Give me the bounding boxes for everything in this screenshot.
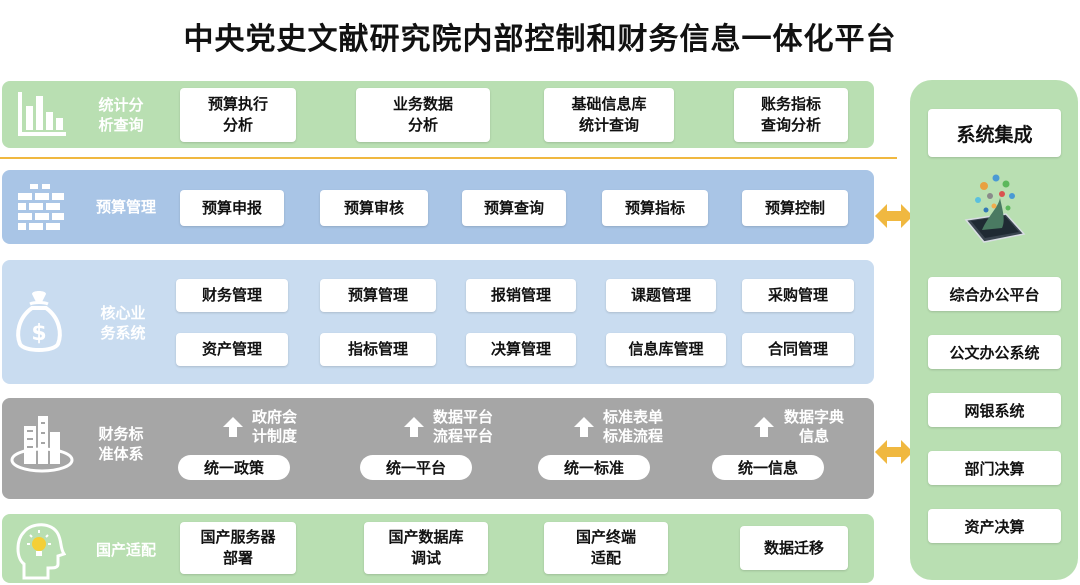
core-band (2, 260, 874, 384)
core-item-reimbursement[interactable]: 报销管理 (466, 279, 576, 312)
stats-item-account-index[interactable]: 账务指标查询分析 (734, 88, 848, 142)
system-integration-title: 系统集成 (928, 109, 1061, 157)
standards-col1-text: 政府会计制度 (252, 408, 298, 445)
core-item-procurement[interactable]: 采购管理 (742, 279, 854, 312)
head-lightbulb-icon (16, 523, 66, 580)
integration-item-document-system[interactable]: 公文办公系统 (928, 335, 1061, 369)
budget-item-declare[interactable]: 预算申报 (180, 190, 284, 226)
domestic-item-server[interactable]: 国产服务器部署 (180, 522, 296, 574)
standards-col2-text: 数据平台流程平台 (433, 408, 494, 445)
budget-item-index[interactable]: 预算指标 (602, 190, 708, 226)
money-bag-icon: $ (16, 291, 62, 352)
integration-item-office-platform[interactable]: 综合办公平台 (928, 277, 1061, 311)
budget-item-review[interactable]: 预算审核 (320, 190, 428, 226)
integration-item-dept-final-account[interactable]: 部门决算 (928, 451, 1061, 485)
stats-item-base-info[interactable]: 基础信息库统计查询 (544, 88, 674, 142)
core-item-index[interactable]: 指标管理 (320, 333, 436, 366)
brick-wall-icon (18, 184, 64, 230)
core-item-finance[interactable]: 财务管理 (176, 279, 288, 312)
stats-label: 统计分 析查询 (98, 96, 144, 134)
core-item-infobase[interactable]: 信息库管理 (606, 333, 726, 366)
database-tower-icon (10, 416, 74, 473)
up-arrow-icon (404, 417, 424, 437)
pill-unified-platform[interactable]: 统一平台 (360, 455, 472, 480)
svg-text:$: $ (31, 321, 46, 346)
integration-item-asset-final-account[interactable]: 资产决算 (928, 509, 1061, 543)
double-arrow-icon (875, 440, 913, 464)
domestic-item-migration[interactable]: 数据迁移 (740, 526, 848, 570)
pill-unified-info[interactable]: 统一信息 (712, 455, 824, 480)
up-arrow-icon (223, 417, 243, 437)
budget-item-control[interactable]: 预算控制 (742, 190, 848, 226)
pill-unified-policy[interactable]: 统一政策 (178, 455, 290, 480)
standards-band (2, 398, 874, 499)
core-item-final-account[interactable]: 决算管理 (466, 333, 576, 366)
core-item-contract[interactable]: 合同管理 (742, 333, 854, 366)
core-label: 核心业 务系统 (100, 304, 146, 342)
core-item-budget[interactable]: 预算管理 (320, 279, 436, 312)
separator-line (0, 157, 897, 159)
bar-chart-icon (18, 92, 66, 136)
up-arrow-icon (754, 417, 774, 437)
budget-band (2, 170, 874, 244)
core-item-asset[interactable]: 资产管理 (176, 333, 288, 366)
domestic-label: 国产适配 (95, 541, 156, 559)
page-title: 中央党史文献研究院内部控制和财务信息一体化平台 (183, 22, 897, 57)
double-arrow-icon (875, 204, 913, 228)
standards-col4-text: 数据字典信息 (784, 408, 845, 445)
stats-item-business-data[interactable]: 业务数据分析 (356, 88, 490, 142)
domestic-item-terminal[interactable]: 国产终端适配 (544, 522, 668, 574)
pill-unified-standard[interactable]: 统一标准 (538, 455, 650, 480)
up-arrow-icon (574, 417, 594, 437)
integration-item-online-banking[interactable]: 网银系统 (928, 393, 1061, 427)
system-integration-panel (910, 80, 1078, 580)
tablet-apps-icon (964, 174, 1026, 243)
standards-col3-text: 标准表单标准流程 (603, 408, 664, 445)
standards-label: 财务标 准体系 (98, 425, 144, 463)
stats-item-budget-execution[interactable]: 预算执行分析 (180, 88, 296, 142)
domestic-item-database[interactable]: 国产数据库调试 (364, 522, 488, 574)
budget-label: 预算管理 (95, 198, 156, 216)
budget-item-query[interactable]: 预算查询 (462, 190, 566, 226)
core-item-project[interactable]: 课题管理 (606, 279, 716, 312)
